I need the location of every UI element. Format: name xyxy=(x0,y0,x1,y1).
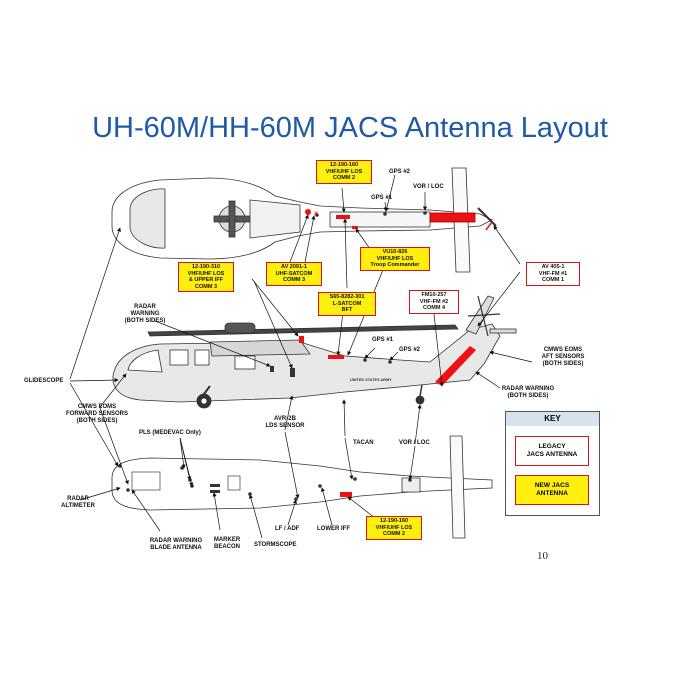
glidescope-label: GLIDESCOPE xyxy=(24,378,64,384)
antenna-box-vhf-fm2-legacy: FM10-257 VHF-FM #2 COMM 4 xyxy=(409,290,459,314)
tacan-label: TACAN xyxy=(353,440,374,446)
key-legacy-item: LEGACY JACS ANTENNA xyxy=(515,436,589,466)
gps1-top-label: GPS #1 xyxy=(371,195,393,201)
bottom-view-antenna-markers xyxy=(118,464,412,501)
side-view-helicopter xyxy=(112,295,517,409)
antenna-box-l-satcom-bft: S65-8282-301 L-SATCOM BFT xyxy=(318,292,376,316)
lf-adf-label: LF / ADF xyxy=(275,526,300,532)
radar-warning-left-label: RADAR WARNING (BOTH SIDES) xyxy=(124,304,166,324)
antenna-box-vhf-uhf-los-comm2-bottom: 12-190-160 VHF/UHF LOS COMM 2 xyxy=(366,516,422,540)
cmws-aft-label: CMWS EOMS AFT SENSORS (BOTH SIDES) xyxy=(541,347,585,367)
side-view-antenna-markers xyxy=(270,336,476,386)
marker-beacon-label: MARKER BEACON xyxy=(213,537,241,550)
antenna-box-uhf-satcom-comm3: AV 2091-1 UHF-SATCOM COMM 3 xyxy=(266,262,322,286)
key-new-item: NEW JACS ANTENNA xyxy=(515,475,589,505)
antenna-box-vhf-fm1-legacy: AV 405-1 VHF-FM #1 COMM 1 xyxy=(526,262,580,286)
key-legend: KEY LEGACY JACS ANTENNA NEW JACS ANTENNA xyxy=(505,411,600,516)
vor-loc-bottom-label: VOR / LOC xyxy=(399,440,430,446)
key-header: KEY xyxy=(506,412,599,426)
top-view-antenna-markers: ✕ xyxy=(305,209,427,229)
antenna-box-vhf-uhf-los-troop: VU10-826 VHF/UHF LOS Troop Commander xyxy=(360,247,430,271)
bottom-view-helicopter xyxy=(111,435,493,539)
page-number: 10 xyxy=(537,550,548,562)
radar-warning-right-label: RADAR WARNING (BOTH SIDES) xyxy=(501,386,555,399)
stormscope-label: STORMSCOPE xyxy=(254,542,297,548)
cmws-forward-label: CMWS EOMS FORWARD SENSORS (BOTH SIDES) xyxy=(66,404,128,424)
gps2-side-label: GPS #2 xyxy=(399,347,421,353)
antenna-box-vhf-uhf-los-iff-comm3: 12-190-310 VHF/UHF LOS & UPPER IFF COMM … xyxy=(178,262,234,292)
vor-loc-top-label: VOR / LOC xyxy=(413,184,444,190)
gps1-side-label: GPS #1 xyxy=(372,337,394,343)
radar-altimeter-label: RADAR ALTIMETER xyxy=(61,496,95,509)
pls-label: PLS (MEDEVAC Only) xyxy=(139,430,201,436)
avr2b-label: AVR-2B LDS SENSOR xyxy=(265,416,305,429)
antenna-box-vhf-uhf-los-comm2-top: 12-190-160 VHF/UHF LOS COMM 2 xyxy=(316,160,372,184)
page-title: UH-60M/HH-60M JACS Antenna Layout xyxy=(92,112,608,144)
gps2-top-label: GPS #2 xyxy=(389,169,411,175)
lower-iff-label: LOWER IFF xyxy=(317,526,350,532)
army-marking: UNITED STATES ARMY xyxy=(350,378,392,382)
top-view-helicopter xyxy=(111,167,497,273)
radar-warning-blade-label: RADAR WARNING BLADE ANTENNA xyxy=(149,538,203,551)
leader-lines xyxy=(69,174,533,539)
svg-text:✕: ✕ xyxy=(313,211,319,218)
